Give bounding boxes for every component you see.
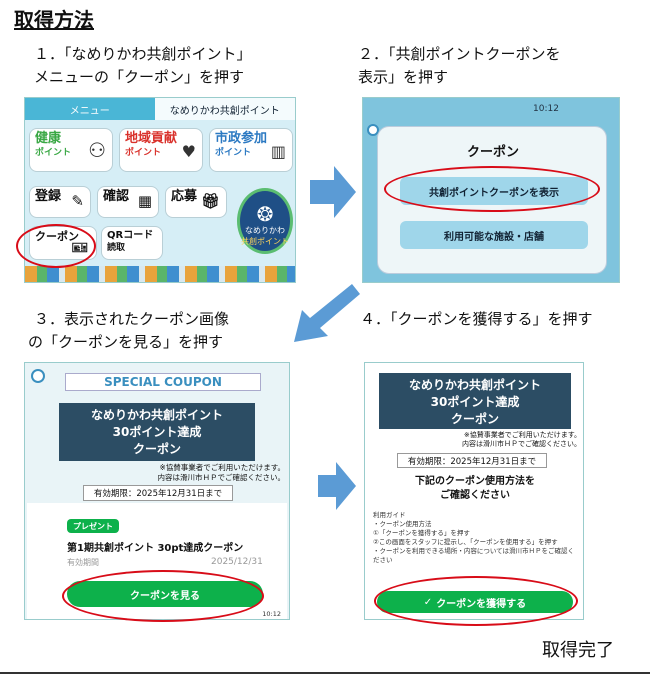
sponsor-note: ※協賛事業者でご利用いただけます。 内容は滑川市ＨＰでご確認ください。 (85, 463, 286, 483)
register-tile-label: 登録 (35, 189, 62, 204)
guide-line3: ②この画面をスタッフに提示し、「クーポンを使用する」を押す (373, 538, 558, 546)
guide-title: 利用ガイド (373, 511, 406, 519)
confirm-message: 下記のクーポン使用方法を ご確認ください (365, 475, 583, 503)
menu-header: メニュー なめりかわ共創ポイント (25, 98, 295, 120)
clock-text: 10:12 (262, 610, 281, 618)
people-icon: ⚇ (88, 138, 106, 162)
region-point-tile[interactable]: 地域貢献 ポイント ♥ (119, 128, 203, 172)
app-icon (31, 369, 45, 383)
guide-line2: ①「クーポンを獲得する」を押す (373, 529, 470, 537)
health-point-tile[interactable]: 健康 ポイント ⚇ (29, 128, 113, 172)
step2-caption-line2: 表示」を押す (358, 68, 449, 86)
coupon-banner: なめりかわ共創ポイント 30ポイント達成 クーポン (59, 403, 255, 461)
app-icon (367, 124, 379, 136)
highlight-get-coupon (374, 576, 578, 626)
banner-line3: クーポン (450, 412, 499, 426)
coupon-name: 第1期共創ポイント 30pt達成クーポン (67, 543, 244, 554)
gift-icon: 🎁︎ (200, 192, 220, 210)
note-line2: 内容は滑川市ＨＰでご確認ください。 (462, 440, 581, 448)
brand-label: なめりかわ共創ポイント (154, 98, 295, 120)
civic-tile-label: 市政参加 (215, 131, 268, 146)
banner-line1: なめりかわ共創ポイント (90, 408, 223, 422)
health-tile-sub: ポイント (35, 148, 72, 158)
menu-label: メニュー (25, 98, 155, 120)
town-illustration (25, 266, 295, 282)
pen-icon: ✎ (71, 192, 84, 210)
health-tile-label: 健康 (35, 131, 62, 146)
banner-line2: 30ポイント達成 (430, 395, 520, 409)
page-title: 取得方法 (14, 8, 94, 32)
guide-line1: ・クーポン使用方法 (373, 520, 432, 528)
qr-tile-sub: 読取 (107, 243, 126, 253)
arrow-right-2-icon (318, 462, 356, 510)
step3-caption-line1: ３．表示されたクーポン画像 (34, 310, 230, 328)
note-line2: 内容は滑川市ＨＰでご確認ください。 (157, 473, 286, 482)
civic-point-tile[interactable]: 市政参加 ポイント ▥ (209, 128, 293, 172)
sponsor-note: ※協賛事業者でご利用いただけます。 内容は滑川市ＨＰでご確認ください。 (385, 431, 581, 449)
completed-label: 取得完了 (542, 640, 614, 661)
menu-screenshot: メニュー なめりかわ共創ポイント 健康 ポイント ⚇ 地域貢献 ポイント ♥ 市… (24, 97, 296, 283)
step1-caption-line2: メニューの「クーポン」を押す (34, 68, 245, 86)
expiry-label: 有効期限：2025年12月31日まで (397, 453, 547, 468)
present-badge: プレゼント (67, 519, 119, 533)
qr-reader-tile[interactable]: QRコード 読取 (101, 226, 163, 260)
special-coupon-label: SPECIAL COUPON (65, 373, 261, 391)
squid-mascot-icon: ❂ (256, 202, 274, 226)
note-line1: ※協賛事業者でご利用いただけます。 (159, 463, 285, 472)
facilities-button[interactable]: 利用可能な施設・店舗 (400, 221, 588, 249)
usage-guide: 利用ガイド ・クーポン使用方法 ①「クーポンを獲得する」を押す ②この画面をスタ… (373, 511, 579, 565)
bottom-divider (0, 672, 650, 674)
confirm-tile-label: 確認 (103, 189, 130, 204)
coupon-card-title: クーポン (466, 145, 519, 160)
highlight-show-coupon (384, 166, 600, 212)
step3-caption-line2: の「クーポンを見る」を押す (28, 333, 224, 351)
step2-caption-line1: ２．「共創ポイントクーポンを (358, 45, 561, 63)
apply-tile[interactable]: 応募 🎁︎ (165, 186, 227, 218)
banner-line2: 30ポイント達成 (112, 425, 202, 439)
confirm-line1: 下記のクーポン使用方法を (415, 476, 535, 487)
chart-icon: ▦ (137, 192, 152, 210)
confirm-line2: ご確認ください (440, 490, 510, 501)
confirm-tile[interactable]: 確認 ▦ (97, 186, 159, 218)
step1-caption-line1: １．「なめりかわ共創ポイント」 (34, 45, 252, 63)
logo-text: なめりかわ (245, 226, 285, 235)
region-tile-sub: ポイント (125, 148, 162, 158)
valid-period-label: 有効期間 (67, 558, 99, 567)
coupon-banner: なめりかわ共創ポイント 30ポイント達成 クーポン (379, 373, 571, 429)
guide-line4: ・クーポンを利用できる場所・内容については滑川市ＨＰをご確認ください (373, 547, 575, 564)
register-tile[interactable]: 登録 ✎ (29, 186, 91, 218)
qr-tile-label: QRコード (107, 230, 154, 241)
heart-people-icon: ♥ (181, 142, 196, 161)
step4-caption: ４．「クーポンを獲得する」を押す (360, 310, 593, 328)
highlight-coupon (16, 224, 96, 268)
clock-text: 10:12 (533, 104, 559, 114)
valid-period-value: 2025/12/31 (211, 557, 263, 567)
arrow-right-1-icon (310, 166, 356, 218)
namerikawa-logo: ❂ なめりかわ 共創ポイント (237, 188, 293, 254)
highlight-see-coupon (62, 570, 264, 622)
building-icon: ▥ (270, 142, 286, 161)
arrow-diagonal-icon (294, 284, 360, 342)
note-line1: ※協賛事業者でご利用いただけます。 (463, 431, 581, 439)
civic-tile-sub: ポイント (215, 148, 252, 158)
logo-sub: 共創ポイント (241, 237, 289, 246)
region-tile-label: 地域貢献 (125, 131, 178, 146)
banner-line3: クーポン (132, 442, 181, 456)
banner-line1: なめりかわ共創ポイント (408, 378, 541, 392)
apply-tile-label: 応募 (171, 189, 198, 204)
expiry-label: 有効期限：2025年12月31日まで (83, 485, 233, 501)
